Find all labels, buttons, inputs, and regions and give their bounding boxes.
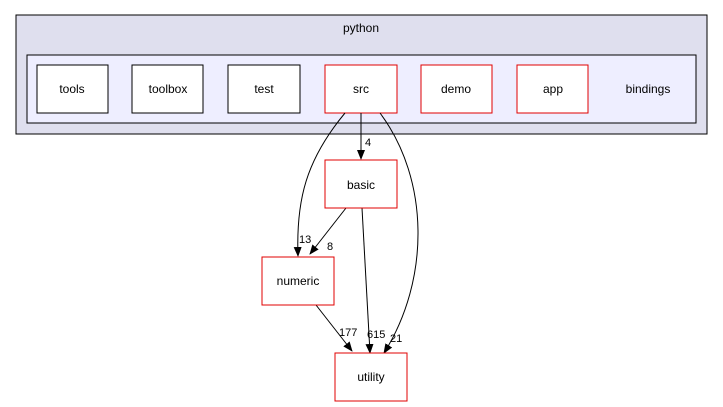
node-src-box bbox=[324, 64, 398, 114]
node-test-label: test bbox=[254, 82, 274, 96]
node-utility-label: utility bbox=[357, 370, 384, 384]
edge-label-basic-utility: 615 bbox=[367, 329, 385, 341]
node-demo-box bbox=[420, 64, 493, 114]
node-app[interactable]: app bbox=[516, 64, 589, 114]
node-test[interactable]: test bbox=[227, 64, 301, 114]
node-basic-box bbox=[324, 159, 398, 209]
node-test-box bbox=[227, 64, 301, 114]
cluster-python-label: python bbox=[343, 21, 379, 35]
node-numeric[interactable]: numeric bbox=[261, 256, 335, 306]
edge-src-utility bbox=[379, 112, 419, 354]
edge-label-src-utility: 21 bbox=[390, 333, 402, 345]
edges bbox=[293, 112, 419, 354]
edge-label-numeric-utility: 177 bbox=[339, 327, 357, 339]
node-src-label: src bbox=[353, 82, 369, 96]
edge-label-src-numeric: 13 bbox=[299, 234, 311, 246]
node-toolbox-box bbox=[131, 64, 204, 114]
node-tools-label: tools bbox=[59, 82, 84, 96]
node-tools-box bbox=[36, 64, 109, 114]
node-utility-box bbox=[334, 352, 408, 402]
node-utility[interactable]: utility bbox=[334, 352, 408, 402]
edge-numeric-utility bbox=[315, 304, 353, 352]
edge-basic-numeric bbox=[309, 207, 347, 255]
node-basic-label: basic bbox=[347, 178, 375, 192]
node-app-box bbox=[516, 64, 589, 114]
node-tools[interactable]: tools bbox=[36, 64, 109, 114]
node-toolbox-label: toolbox bbox=[149, 82, 188, 96]
node-basic[interactable]: basic bbox=[324, 159, 398, 209]
edge-src-numeric bbox=[293, 112, 346, 257]
node-numeric-label: numeric bbox=[277, 274, 320, 288]
edge-basic-utility bbox=[361, 207, 374, 354]
cluster-bindings-label: bindings bbox=[626, 82, 671, 96]
node-src[interactable]: src bbox=[324, 64, 398, 114]
node-numeric-box bbox=[261, 256, 335, 306]
node-demo-label: demo bbox=[441, 82, 471, 96]
node-demo[interactable]: demo bbox=[420, 64, 493, 114]
node-app-label: app bbox=[543, 82, 563, 96]
edge-label-src-basic: 4 bbox=[365, 137, 371, 149]
edge-label-basic-numeric: 8 bbox=[327, 241, 333, 253]
node-toolbox[interactable]: toolbox bbox=[131, 64, 204, 114]
